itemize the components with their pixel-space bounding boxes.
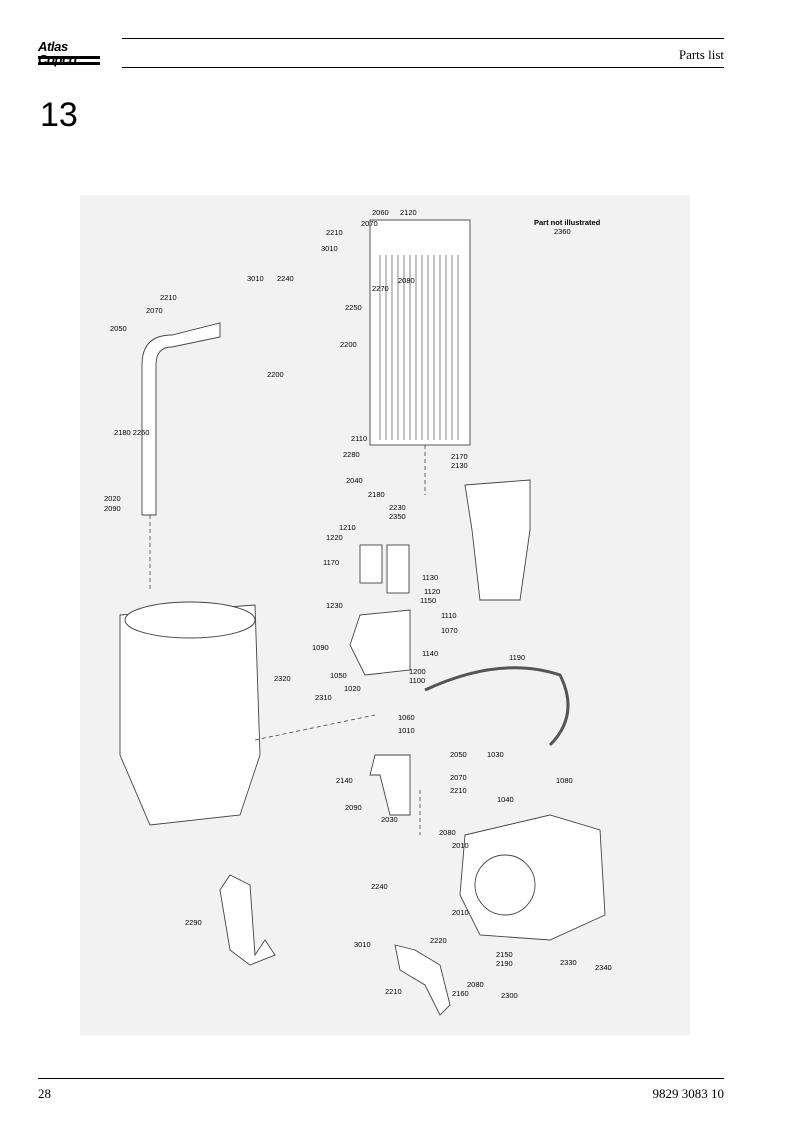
- callout: 2050: [110, 324, 127, 333]
- note-title: Part not illustrated: [534, 218, 601, 227]
- callout: 2200: [267, 370, 284, 379]
- callout: 2320: [274, 674, 291, 683]
- callout: 1020: [344, 684, 361, 693]
- callout: 2210: [385, 987, 402, 996]
- callout: 2010: [452, 841, 469, 850]
- callout: 3010: [321, 244, 338, 253]
- callout: 1060: [398, 713, 415, 722]
- callout: 2300: [501, 991, 518, 1000]
- callout: 2270: [372, 284, 389, 293]
- callout: 3010: [247, 274, 264, 283]
- cooler-fins: [379, 255, 459, 440]
- callout: 2250: [345, 303, 362, 312]
- atlas-copco-logo: Atlas Copco: [38, 40, 100, 68]
- section-title: Parts list: [678, 47, 724, 62]
- callout: 2070: [146, 306, 163, 315]
- callout: 1040: [497, 795, 514, 804]
- separator-tank-drawing: [119, 604, 261, 826]
- callout: 1190: [509, 653, 525, 662]
- header-rule-top: [122, 38, 724, 39]
- callout: 2210: [326, 228, 343, 237]
- callout: 2140: [336, 776, 353, 785]
- callout: 2070: [450, 773, 467, 782]
- callout: 1210: [339, 523, 356, 532]
- chapter-number: 13: [40, 96, 78, 134]
- callout: 1220: [326, 533, 343, 542]
- callout: 2040: [346, 476, 363, 485]
- callout: 1010: [398, 726, 415, 735]
- note-number: 2360: [554, 227, 571, 236]
- callout: 2080: [439, 828, 456, 837]
- callouts: Part not illustrated 2360 2060 2120 2070…: [104, 208, 612, 1000]
- callout: 2190: [496, 959, 513, 968]
- callout: 2240: [277, 274, 294, 283]
- callout: 2070: [361, 219, 378, 228]
- callout: 2200: [340, 340, 357, 349]
- page-number: 28: [38, 1086, 51, 1101]
- callout: 1170: [323, 558, 339, 567]
- callout: 2330: [560, 958, 577, 967]
- parts-diagram: Part not illustrated 2360 2060 2120 2070…: [80, 195, 690, 1035]
- callout: 2090: [345, 803, 362, 812]
- callout: 1050: [330, 671, 347, 680]
- callout: 2180: [368, 490, 385, 499]
- callout: 2340: [595, 963, 612, 972]
- callout: 2310: [315, 693, 332, 702]
- callout: 2230: [389, 503, 406, 512]
- callout: 1030: [487, 750, 504, 759]
- callout: 2350: [389, 512, 406, 521]
- callout: 2080: [398, 276, 415, 285]
- exploded-view: Part not illustrated 2360 2060 2120 2070…: [104, 208, 612, 1016]
- callout: 1130: [422, 573, 438, 582]
- logo-bar: [38, 56, 100, 59]
- callout: 2060: [372, 208, 389, 217]
- callout: 2030: [381, 815, 398, 824]
- line-filter-drawing: [464, 479, 531, 601]
- callout: 2090: [104, 504, 121, 513]
- callout: 2180 2260: [114, 428, 149, 437]
- callout: 2120: [400, 208, 417, 217]
- callout: 2170: [451, 452, 468, 461]
- callout: 2280: [343, 450, 360, 459]
- callout: 1200: [409, 667, 426, 676]
- callout: 2150: [496, 950, 513, 959]
- callout: 1070: [441, 626, 458, 635]
- callout: 2130: [451, 461, 468, 470]
- cooler-drawing: [369, 219, 471, 446]
- callout: 2050: [450, 750, 467, 759]
- callout: 2080: [467, 980, 484, 989]
- callout: 2210: [450, 786, 467, 795]
- callout: 1140: [422, 649, 438, 658]
- callout: 3010: [354, 940, 371, 949]
- callout: 1150: [420, 596, 436, 605]
- callout: 1120: [424, 587, 440, 596]
- pipe-drawing: [141, 322, 221, 516]
- callout: 1080: [556, 776, 573, 785]
- footer-rule: [38, 1078, 724, 1079]
- callout: 2220: [430, 936, 447, 945]
- callout: 2160: [452, 989, 469, 998]
- callout: 1100: [409, 676, 425, 685]
- callout: 2290: [185, 918, 202, 927]
- header-rule-bottom: [122, 67, 724, 68]
- document-number: 9829 3083 10: [652, 1086, 725, 1101]
- callout: 1090: [312, 643, 329, 652]
- callout: 2010: [452, 908, 469, 917]
- callout: 1230: [326, 601, 343, 610]
- pipe-2290-drawing: [219, 874, 276, 966]
- callout: 2210: [160, 293, 177, 302]
- callout: 2240: [371, 882, 388, 891]
- callout: 2020: [104, 494, 121, 503]
- callout: 2110: [351, 434, 367, 443]
- unloader-drawing: [349, 609, 411, 676]
- logo-bar: [38, 62, 100, 65]
- callout: 1110: [441, 611, 457, 620]
